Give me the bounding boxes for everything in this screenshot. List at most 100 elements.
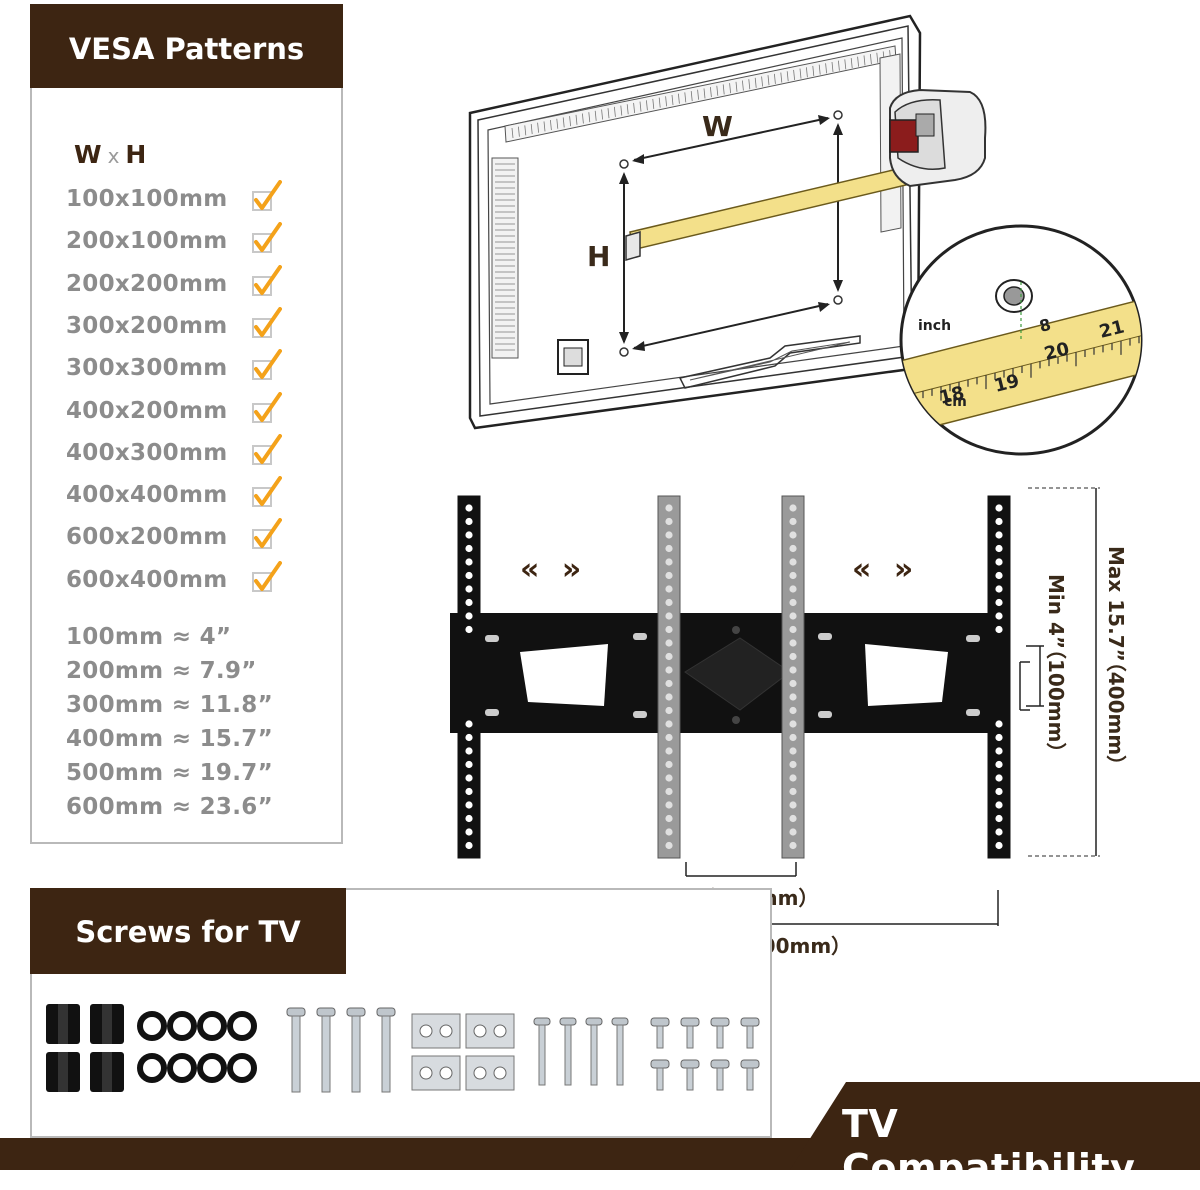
long-bolt-icon: [376, 1007, 396, 1017]
vesa-pattern-text: 200x200mm: [66, 270, 228, 297]
medium-bolt-icon: [559, 1017, 577, 1026]
conversion-row: 600mm ≈ 23.6”: [66, 794, 273, 820]
vesa-pattern-text: 400x200mm: [66, 397, 228, 424]
arrows-right-pair: « »: [852, 552, 920, 587]
washer-icon: [197, 1053, 227, 1083]
vesa-header-bar: [30, 4, 343, 88]
conversion-row: 200mm ≈ 7.9”: [66, 658, 257, 684]
spacer-plate-icon: [465, 1055, 515, 1091]
min-height-label: Min 4”（100mm）: [1044, 574, 1068, 763]
conversion-row: 400mm ≈ 15.7”: [66, 726, 273, 752]
washer-icon: [227, 1053, 257, 1083]
short-screw-icon: [680, 1059, 700, 1069]
hole-top-right: [833, 110, 843, 120]
arrows-left-pair: « »: [520, 552, 588, 587]
washer-icon: [167, 1053, 197, 1083]
w-letter: W: [74, 140, 102, 169]
vesa-pattern-text: 600x200mm: [66, 524, 228, 551]
wall-mount-bracket: [450, 495, 1030, 926]
checkmark-icon: [252, 222, 282, 254]
hole-bottom-right: [833, 295, 843, 305]
short-screw-icon: [710, 1059, 730, 1069]
hardware-kit: [46, 1004, 760, 1093]
vesa-title: VESA Patterns: [68, 32, 305, 66]
long-bolt-icon: [346, 1007, 366, 1017]
checkmark-icon: [252, 391, 282, 423]
checkmark-icon: [252, 476, 282, 508]
vesa-pattern-row: 200x200mm: [66, 264, 306, 307]
medium-bolt-icon: [533, 1017, 551, 1026]
checkmark-icon: [252, 306, 282, 338]
short-screw-icon: [650, 1059, 670, 1069]
hole-bottom-left: [619, 347, 629, 357]
vesa-pattern-row: 400x300mm: [66, 433, 306, 476]
spacer-plate-icon: [465, 1013, 515, 1049]
short-screw-icon: [740, 1059, 760, 1069]
vesa-pattern-row: 600x400mm: [66, 560, 306, 603]
washer-icon: [137, 1053, 167, 1083]
checkmark-icon: [252, 518, 282, 550]
vesa-pattern-row: 100x100mm: [66, 180, 306, 222]
medium-bolt-icon: [611, 1017, 629, 1026]
cm-label: cm: [944, 394, 967, 410]
spacer-plate-icon: [411, 1055, 461, 1091]
screws-title: Screws for TV: [75, 915, 301, 949]
vertical-arm: [987, 495, 1011, 859]
washer-icon: [227, 1011, 257, 1041]
checkmark-icon: [252, 264, 282, 296]
vesa-pattern-row: 200x100mm: [66, 222, 306, 264]
vesa-pattern-text: 300x200mm: [66, 312, 228, 339]
conversion-row: 500mm ≈ 19.7”: [66, 760, 273, 786]
spacer-plate-icon: [411, 1013, 461, 1049]
washer-icon: [197, 1011, 227, 1041]
max-height-guide: [1026, 487, 1100, 857]
vesa-pattern-row: 600x200mm: [66, 518, 306, 560]
short-screw-icon: [650, 1017, 670, 1027]
washer-icon: [137, 1011, 167, 1041]
vesa-pattern-text: 400x300mm: [66, 439, 228, 466]
right-cutout: [865, 644, 948, 706]
vesa-pattern-text: 600x400mm: [66, 566, 228, 593]
center-pivot: [684, 637, 791, 711]
long-bolt-icon: [286, 1007, 306, 1017]
max-height-label: Max 15.7”（400mm）: [1104, 546, 1128, 776]
medium-bolt-icon: [585, 1017, 603, 1026]
vertical-arm: [657, 495, 681, 859]
vesa-pattern-text: 300x300mm: [66, 355, 228, 382]
vesa-pattern-row: 300x200mm: [66, 306, 306, 349]
conversion-row: 100mm ≈ 4”: [66, 624, 232, 650]
vesa-pattern-text: 100x100mm: [66, 186, 228, 212]
tv-w-label: W: [702, 110, 733, 143]
short-screw-icon: [680, 1017, 700, 1027]
tape-magnifier: 19 20 18 8 21: [899, 224, 1143, 456]
tv-h-label: H: [587, 240, 611, 273]
screws-header-bar: [30, 888, 346, 974]
h-letter: H: [125, 140, 147, 169]
hole-top-left: [619, 159, 629, 169]
washer-icon: [167, 1011, 197, 1041]
checkmark-icon: [252, 560, 282, 592]
vesa-pattern-text: 400x400mm: [66, 482, 228, 509]
vertical-arm: [457, 495, 481, 859]
long-bolt-icon: [316, 1007, 336, 1017]
conversion-row: 300mm ≈ 11.8”: [66, 692, 273, 718]
x-letter: x: [107, 144, 120, 168]
checkmark-icon: [252, 180, 282, 211]
checkmark-icon: [252, 433, 282, 465]
left-cutout: [520, 644, 608, 706]
vesa-pattern-row: 400x200mm: [66, 391, 306, 434]
vertical-arm: [781, 495, 805, 859]
footer-wedge: [790, 1082, 1200, 1170]
vesa-pattern-text: 200x100mm: [66, 228, 228, 255]
inch-label: inch: [918, 318, 952, 334]
footer-title: TV Compatibility: [842, 1102, 1136, 1190]
inch-number-8: 8: [1037, 315, 1052, 336]
tv-back-diagram: [468, 14, 987, 430]
vesa-pattern-row: 400x400mm: [66, 476, 306, 518]
vesa-patterns-panel: [30, 4, 343, 844]
short-screw-icon: [740, 1017, 760, 1027]
checkmark-icon: [252, 349, 282, 381]
short-screw-icon: [710, 1017, 730, 1027]
vesa-pattern-row: 300x300mm: [66, 349, 306, 391]
